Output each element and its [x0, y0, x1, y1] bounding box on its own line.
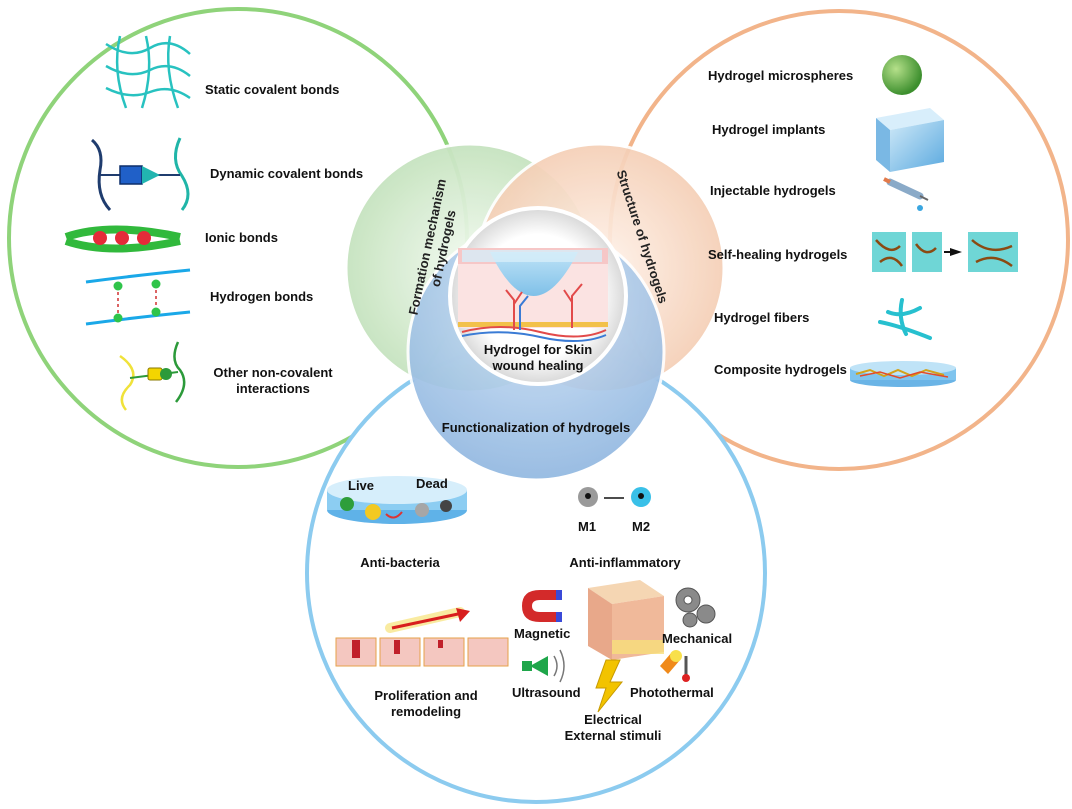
non-covalent-label-line2: interactions: [236, 381, 310, 396]
skin-block-icon: [588, 580, 664, 660]
center-title-line2: wound healing: [492, 358, 584, 373]
self-healing-icon: [872, 232, 1018, 272]
composite-icon: [850, 361, 956, 387]
center-title-line1: Hydrogel for Skin: [483, 342, 593, 357]
function-petal-label: Functionalization of hydrogels: [441, 420, 631, 435]
dynamic-covalent-icon: [90, 137, 190, 212]
dynamic-covalent-label: Dynamic covalent bonds: [210, 166, 364, 181]
mechanical-label: Mechanical: [662, 631, 733, 646]
live-label: Live: [348, 478, 375, 493]
microspheres-label: Hydrogel microspheres: [708, 68, 854, 83]
hydrogen-bond-icon: [85, 268, 191, 326]
flashlight-icon: [660, 650, 690, 682]
m2-label: M2: [632, 519, 651, 534]
non-covalent-label: Other non-covalent interactions: [198, 365, 348, 397]
skin-wound-icon: [458, 248, 608, 343]
magnet-icon: [522, 590, 562, 622]
magnetic-label: Magnetic: [514, 626, 571, 641]
electrical-label: Electrical: [584, 712, 642, 727]
proliferation-icon: [335, 607, 509, 667]
composite-label: Composite hydrogels: [714, 362, 847, 377]
static-covalent-label: Static covalent bonds: [205, 82, 340, 97]
non-covalent-icon: [119, 341, 186, 411]
ionic-bond-icon: [64, 225, 181, 253]
proliferation-label-line2: remodeling: [390, 704, 462, 719]
gears-icon: [675, 587, 716, 628]
ultrasound-icon: [522, 649, 565, 683]
anti-inflammatory-label: Anti-inflammatory: [569, 555, 681, 570]
photothermal-label: Photothermal: [630, 685, 714, 700]
center-title: Hydrogel for Skin wound healing: [468, 342, 608, 374]
injectable-label: Injectable hydrogels: [710, 183, 836, 198]
non-covalent-label-line1: Other non-covalent: [213, 365, 333, 380]
microsphere-icon: [882, 55, 922, 95]
fibers-label: Hydrogel fibers: [714, 310, 810, 325]
lightning-icon: [595, 659, 624, 713]
ultrasound-label: Ultrasound: [512, 685, 581, 700]
external-stimuli-text: External stimuli: [564, 728, 662, 743]
ionic-bond-label: Ionic bonds: [205, 230, 278, 245]
anti-bacteria-icon: [327, 476, 467, 524]
implant-icon: [876, 108, 944, 172]
hydrogen-bond-label: Hydrogen bonds: [210, 289, 314, 304]
macrophage-icon: [578, 487, 651, 507]
static-covalent-icon: [105, 35, 191, 109]
anti-bacteria-label: Anti-bacteria: [360, 555, 440, 570]
proliferation-label-line1: Proliferation and: [374, 688, 478, 703]
external-stimuli-label: Electrical External stimuli: [548, 712, 678, 744]
self-healing-label: Self-healing hydrogels: [708, 247, 848, 262]
fiber-icon: [878, 298, 932, 340]
dead-label: Dead: [416, 476, 448, 491]
proliferation-label: Proliferation and remodeling: [356, 688, 496, 720]
m1-label: M1: [578, 519, 597, 534]
injectable-icon: [883, 177, 929, 211]
implants-label: Hydrogel implants: [712, 122, 826, 137]
